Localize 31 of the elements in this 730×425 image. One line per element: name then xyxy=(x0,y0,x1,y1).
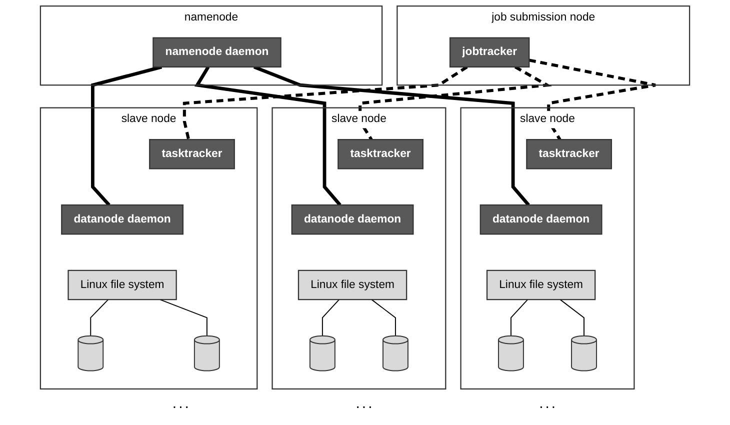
node-box: datanode daemon xyxy=(480,204,602,235)
node-box: namenode daemon xyxy=(152,37,282,68)
node-box: Linux file system xyxy=(68,270,177,300)
connector xyxy=(253,65,530,206)
node-box: jobtracker xyxy=(449,37,530,68)
connector xyxy=(194,66,342,206)
connector xyxy=(358,66,552,140)
node-cylinder xyxy=(309,335,336,372)
node-box: tasktracker xyxy=(526,139,612,170)
node-box: tasktracker xyxy=(149,139,235,170)
node-box: tasktracker xyxy=(338,139,424,170)
connector xyxy=(371,299,396,336)
connector xyxy=(90,299,109,336)
node-cylinder xyxy=(194,335,220,372)
node-cylinder xyxy=(78,335,104,372)
connector xyxy=(322,299,340,336)
connector xyxy=(528,58,657,140)
node-cylinder xyxy=(382,335,408,372)
node-cylinder xyxy=(498,335,524,372)
ellipsis-text: ... xyxy=(539,395,558,412)
node-box: Linux file system xyxy=(486,270,596,300)
connector xyxy=(91,65,162,206)
node-box: Linux file system xyxy=(298,270,408,300)
node-box: datanode daemon xyxy=(61,204,184,235)
connector xyxy=(182,66,468,140)
connector xyxy=(560,299,584,336)
node-box: datanode daemon xyxy=(291,204,414,235)
connector xyxy=(510,299,528,336)
node-cylinder xyxy=(571,335,597,372)
ellipsis-text: ... xyxy=(172,395,191,412)
ellipsis-text: ... xyxy=(356,395,374,412)
